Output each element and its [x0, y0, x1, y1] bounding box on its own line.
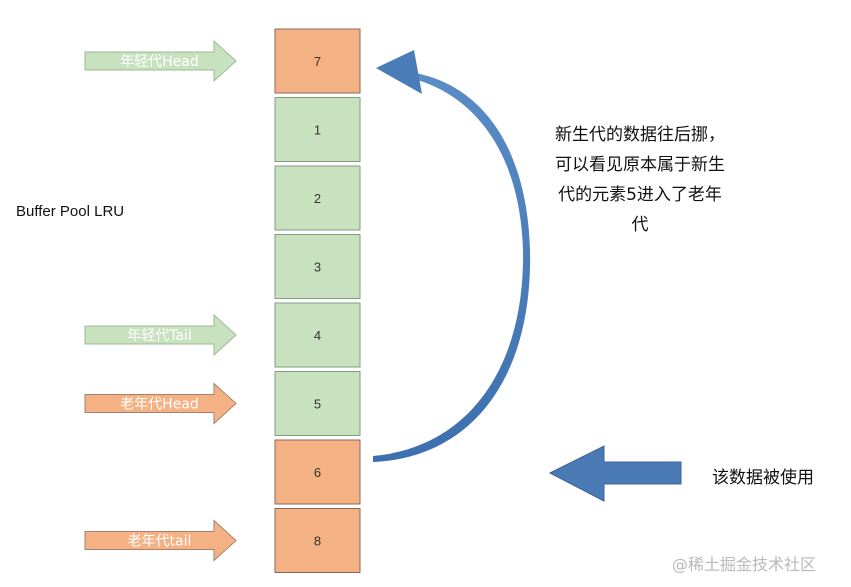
lru-block-box	[274, 97, 361, 162]
lru-block-box	[274, 234, 361, 299]
pointer-arrow-shape	[84, 519, 237, 562]
pointer-arrows: 年轻代Head 年轻代Tail 老年代Head 老年代tail	[84, 39, 237, 562]
lru-block-box	[274, 165, 361, 231]
lru-block-7: 7	[274, 28, 361, 94]
lru-block-6: 6	[274, 439, 361, 505]
pointer-年轻代Head: 年轻代Head	[84, 39, 237, 83]
lru-block-1: 1	[274, 97, 361, 162]
lru-block-4: 4	[274, 302, 361, 368]
lru-block-box	[274, 302, 361, 368]
used-arrow	[548, 445, 682, 502]
lru-block-label: 8	[314, 534, 321, 549]
young-shift-note: 新生代的数据往后挪， 可以看见原本属于新生 代的元素5进入了老年 代	[520, 120, 760, 240]
lru-block-label: 1	[314, 123, 321, 138]
lru-block-label: 3	[314, 260, 321, 275]
pointer-label: 年轻代Head	[120, 54, 199, 70]
pointer-label: 老年代tail	[128, 534, 192, 550]
data-used-label: 该数据被使用	[712, 468, 814, 488]
pointer-arrow-shape	[84, 313, 237, 357]
lru-block-label: 5	[314, 397, 321, 412]
move-to-head-arrowhead	[376, 50, 422, 94]
pointer-老年代Head: 老年代Head	[84, 382, 237, 425]
pointer-arrow-shape	[84, 39, 237, 83]
lru-block-box	[274, 371, 361, 436]
lru-blocks: 7 1 2 3 4 5 6 8	[274, 28, 361, 573]
pointer-老年代tail: 老年代tail	[84, 519, 237, 562]
pointer-年轻代Tail: 年轻代Tail	[84, 313, 237, 357]
diagram-title: Buffer Pool LRU	[16, 203, 125, 220]
lru-block-box	[274, 508, 361, 573]
note-line: 可以看见原本属于新生	[555, 155, 725, 175]
lru-block-box	[274, 28, 361, 94]
pointer-label: 年轻代Tail	[127, 328, 192, 344]
note-line: 新生代的数据往后挪，	[555, 125, 725, 145]
lru-block-2: 2	[274, 165, 361, 231]
lru-block-box	[274, 439, 361, 505]
lru-block-label: 6	[314, 465, 321, 480]
lru-block-5: 5	[274, 371, 361, 436]
note-line: 代的元素5进入了老年	[558, 185, 722, 205]
lru-block-8: 8	[274, 508, 361, 573]
lru-block-label: 7	[314, 54, 321, 69]
move-to-head-curve	[373, 73, 531, 462]
watermark: @稀土掘金技术社区	[672, 555, 817, 574]
lru-block-label: 2	[314, 191, 321, 206]
pointer-arrow-shape	[84, 382, 237, 425]
note-line: 代	[631, 215, 649, 235]
lru-block-label: 4	[314, 328, 321, 343]
lru-block-3: 3	[274, 234, 361, 299]
pointer-label: 老年代Head	[120, 397, 199, 413]
